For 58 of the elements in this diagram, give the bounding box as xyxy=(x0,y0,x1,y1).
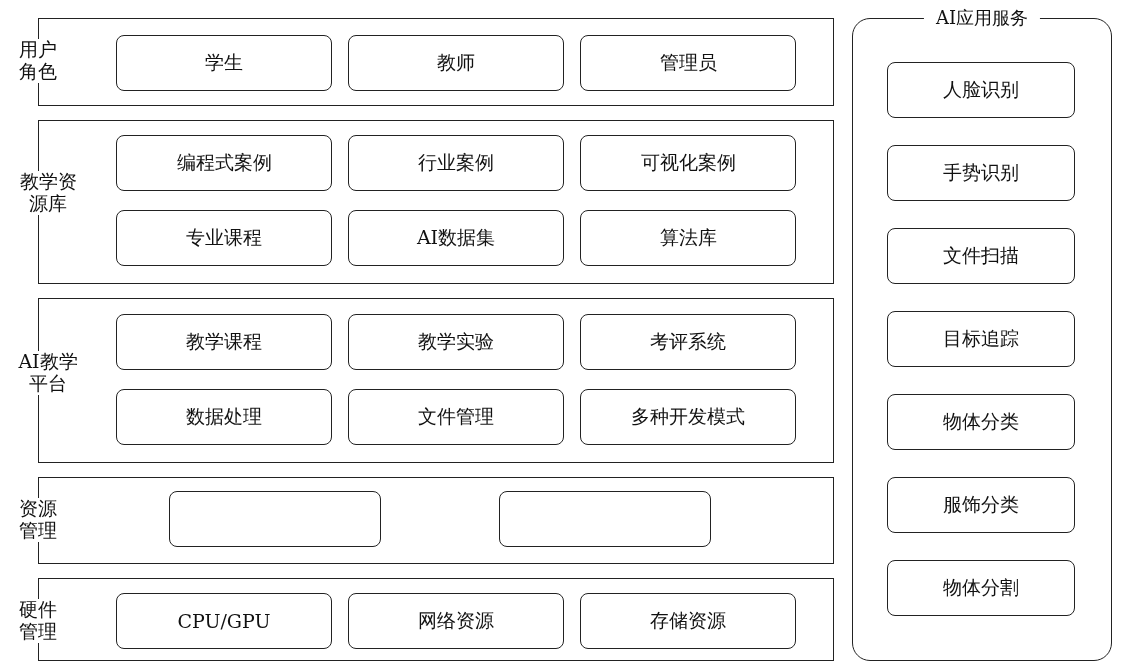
module-label: 存储资源 xyxy=(650,608,726,633)
module-box xyxy=(580,210,796,266)
module-label: 教师 xyxy=(437,50,475,75)
module-box xyxy=(348,35,564,91)
module-label: 教学课程 xyxy=(186,329,262,354)
module-label: 编程式案例 xyxy=(176,150,272,175)
module-label: 管理员 xyxy=(659,50,717,75)
panel-title: AI应用服务 xyxy=(923,6,1041,30)
module-box xyxy=(348,593,564,649)
module-label: 考评系统 xyxy=(650,329,726,354)
layer-label: 硬件管理 xyxy=(17,599,59,643)
module-box xyxy=(887,62,1075,118)
module-label: CPU/GPU xyxy=(177,610,271,632)
module-box xyxy=(499,491,711,547)
module-box xyxy=(580,389,796,445)
module-label: 学生 xyxy=(205,50,243,75)
module-box xyxy=(887,228,1075,284)
module-label: 数据处理 xyxy=(186,404,262,429)
module-label: 可视化案例 xyxy=(640,150,736,175)
module-label: 手势识别 xyxy=(943,160,1019,185)
module-label: 教学实验 xyxy=(418,329,494,354)
layer-label: 教学资源库 xyxy=(17,171,79,215)
module-box xyxy=(887,394,1075,450)
module-label: 服饰分类 xyxy=(943,492,1019,517)
module-box xyxy=(580,593,796,649)
module-label: 人脸识别 xyxy=(943,77,1019,102)
module-box xyxy=(580,35,796,91)
module-label: 物体分割 xyxy=(943,575,1019,600)
module-box xyxy=(116,593,332,649)
module-box xyxy=(887,145,1075,201)
module-box xyxy=(116,135,332,191)
module-box xyxy=(348,314,564,370)
layer-label: AI教学平台 xyxy=(17,351,79,395)
module-box xyxy=(116,35,332,91)
module-box xyxy=(348,210,564,266)
module-label: 文件管理 xyxy=(418,404,494,429)
module-label: 文件扫描 xyxy=(943,243,1019,268)
module-label: 行业案例 xyxy=(418,150,494,175)
module-box xyxy=(169,491,381,547)
module-label: 网络资源 xyxy=(418,608,494,633)
module-box xyxy=(116,389,332,445)
module-box xyxy=(580,135,796,191)
layer-label: 资源管理 xyxy=(17,498,59,542)
module-label: 物体分类 xyxy=(943,409,1019,434)
module-box xyxy=(887,477,1075,533)
module-label: AI数据集 xyxy=(416,225,496,250)
module-box xyxy=(348,389,564,445)
module-box xyxy=(580,314,796,370)
module-label: 多种开发模式 xyxy=(631,404,745,429)
module-box xyxy=(116,210,332,266)
module-label: 专业课程 xyxy=(186,225,262,250)
module-label: 算法库 xyxy=(659,225,717,250)
layer-label: 用户角色 xyxy=(17,39,59,83)
module-box xyxy=(887,311,1075,367)
module-box xyxy=(887,560,1075,616)
module-box xyxy=(348,135,564,191)
module-label: 目标追踪 xyxy=(943,326,1019,351)
module-box xyxy=(116,314,332,370)
